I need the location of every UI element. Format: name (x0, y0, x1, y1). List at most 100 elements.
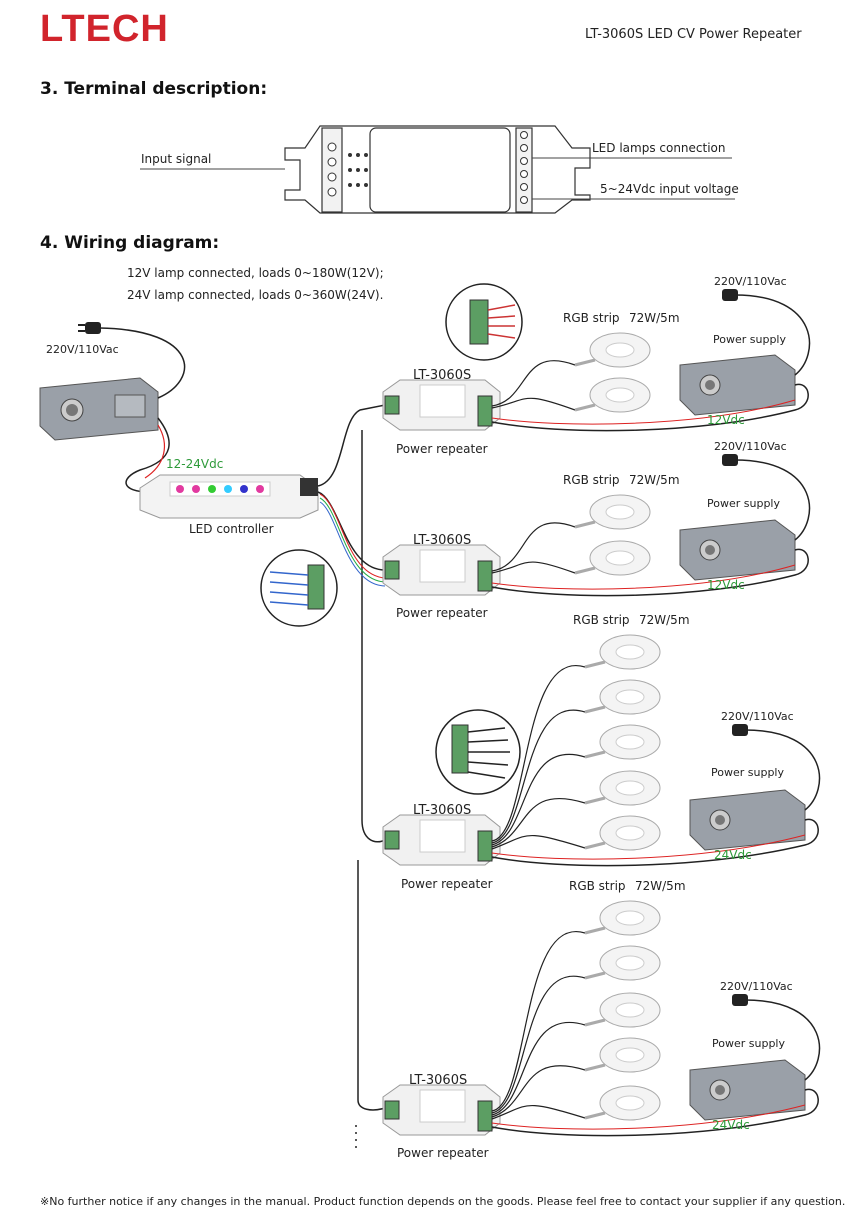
psu-fan-hub (715, 1085, 725, 1095)
rgb-strip-tail (584, 1111, 606, 1120)
output-terminals (520, 131, 528, 204)
strip-cable (491, 834, 586, 850)
strip-cable (491, 797, 586, 848)
input-terminals (327, 142, 337, 197)
plug-icon (722, 454, 738, 466)
mains-voltage-label: 220V/110Vac (714, 440, 787, 453)
rgb-strip-core (605, 550, 635, 566)
repeater-label-plate (419, 549, 466, 583)
strip-power-label: 72W/5m (629, 473, 680, 487)
repeater-label: Power repeater (397, 1146, 489, 1160)
rgb-strip-tail (584, 971, 606, 980)
power-supply-device (679, 519, 796, 581)
rgb-strip-tail (574, 520, 596, 529)
rgb-strip-core (615, 689, 645, 705)
rgb-strip-core (615, 825, 645, 841)
strip-cable (491, 561, 576, 574)
psu-output-red (491, 564, 796, 590)
psu-output-red (491, 1104, 806, 1130)
strip-cable (491, 709, 586, 844)
strip-power-label: 72W/5m (629, 311, 680, 325)
strip-cable (491, 360, 576, 407)
repeater-label: Power repeater (396, 442, 488, 456)
strip-cable (491, 975, 586, 1114)
controller-label: LED controller (189, 522, 274, 536)
rgb-strip-tail (584, 841, 606, 850)
rgb-strip-tail (584, 796, 606, 805)
brand-logo: LTECH (40, 8, 169, 50)
psu-output-cable (491, 548, 809, 597)
mains-cable (744, 729, 821, 811)
dc-voltage-label: 12Vdc (707, 578, 745, 592)
plug-icon (732, 724, 748, 736)
plug-icon (732, 994, 748, 1006)
strip-cable (491, 522, 576, 572)
rgb-strip-tail (584, 705, 606, 714)
rgb-strip-tail (584, 660, 606, 669)
rgb-strip-core (615, 644, 645, 660)
repeater-input-terminal (384, 395, 400, 415)
repeater-input-terminal (384, 830, 400, 850)
repeater-output-terminal (477, 395, 493, 427)
footer-notice: ※No further notice if any changes in the… (40, 1195, 846, 1208)
psu-fan-hub (715, 815, 725, 825)
power-supply-label: Power supply (711, 766, 784, 779)
rgb-strip-core (615, 1047, 645, 1063)
mains-cable (734, 294, 811, 376)
repeater-input-terminal (384, 1100, 400, 1120)
psu-output-red (491, 399, 796, 425)
mains-voltage-label: 220V/110Vac (720, 980, 793, 993)
strip-power-label: 72W/5m (639, 613, 690, 627)
strip-cable (491, 930, 586, 1112)
psu-output-cable (491, 818, 819, 867)
rgb-strip-tail (584, 926, 606, 935)
repeater-label-plate (419, 819, 466, 853)
dc-voltage-label: 24Vdc (714, 848, 752, 862)
led-controller-device (139, 474, 319, 519)
repeater-label: Power repeater (401, 877, 493, 891)
wiring-heading: 4. Wiring diagram: (40, 233, 220, 253)
psu-fan-hub (705, 380, 715, 390)
mains-voltage-label: 220V/110Vac (721, 710, 794, 723)
led-lamps-label: LED lamps connection (592, 141, 726, 155)
controller-voltage-label: 12-24Vdc (166, 457, 224, 471)
indicator-dots (348, 153, 368, 187)
dc-voltage-label: 12Vdc (707, 413, 745, 427)
rgb-strip-tail (584, 1018, 606, 1027)
note-24v: 24V lamp connected, loads 0~360W(24V). (127, 288, 384, 302)
power-supply-label: Power supply (707, 497, 780, 510)
power-supply-device (689, 1059, 806, 1121)
leader-lines (140, 157, 735, 200)
psu-output-cable (491, 383, 809, 432)
rgb-strip-tail (574, 403, 596, 412)
repeater-input-terminal (384, 560, 400, 580)
rgb-strip-core (615, 910, 645, 926)
repeater-model-label: LT-3060S (413, 533, 472, 548)
controller-mains-label: 220V/110Vac (46, 343, 119, 356)
strip-label: RGB strip (569, 879, 626, 893)
strip-power-label: 72W/5m (635, 879, 686, 893)
strip-cable (491, 664, 586, 842)
rgb-strip-core (605, 387, 635, 403)
repeater-output-terminal (477, 1100, 493, 1132)
repeater-model-label: LT-3060S (413, 803, 472, 818)
strip-cable (491, 1021, 586, 1116)
repeater-label-plate (419, 1089, 466, 1123)
mains-cable (744, 999, 821, 1081)
psu-output-red (491, 834, 806, 860)
rgb-strip-core (615, 734, 645, 750)
terminal-heading: 3. Terminal description: (40, 79, 268, 99)
strip-cable (491, 1104, 586, 1120)
rgb-strip-tail (584, 1063, 606, 1072)
mains-cable (734, 459, 811, 541)
zoom-detail-1 (445, 283, 523, 361)
rgb-strip-core (605, 504, 635, 520)
plug-icon (78, 322, 101, 334)
rgb-strip-core (615, 780, 645, 796)
terminal-device (284, 125, 591, 214)
repeater-model-label: LT-3060S (409, 1073, 468, 1088)
plug-icon (722, 289, 738, 301)
dc-voltage-label: 24Vdc (712, 1118, 750, 1132)
rgb-strip-core (605, 342, 635, 358)
